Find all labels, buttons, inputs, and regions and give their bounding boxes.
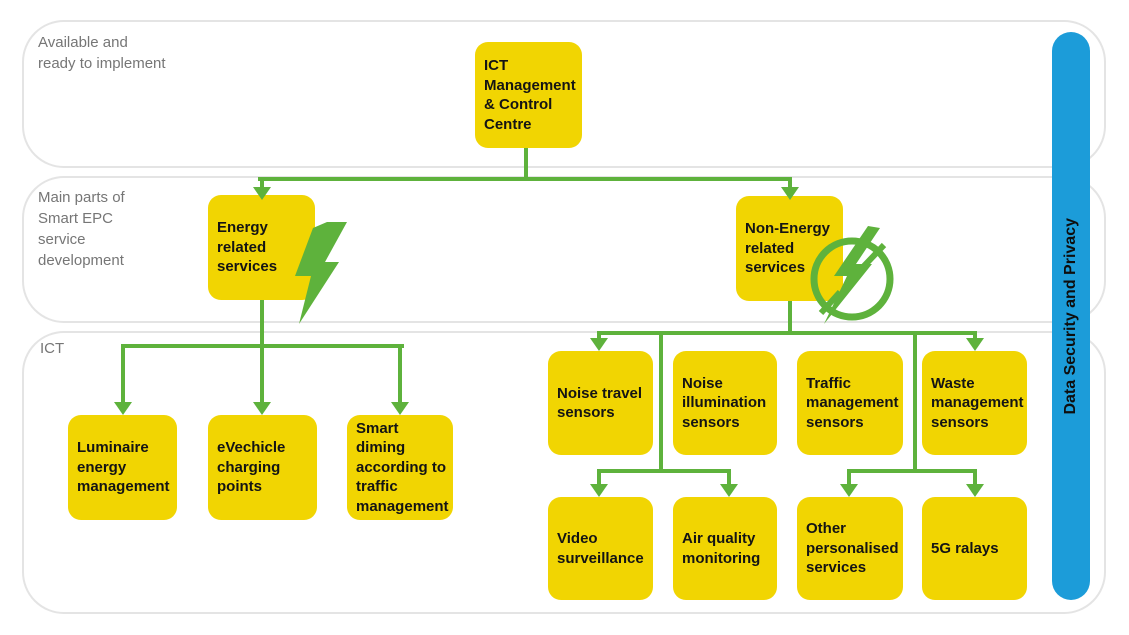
arrowhead: [391, 402, 409, 415]
node-air-quality-monitoring: Air quality monitoring: [673, 497, 777, 600]
section-main-parts: [22, 176, 1106, 323]
node-noise-illumination-sensors: Noise illumination sensors: [673, 351, 777, 455]
node-smart-dimming-traffic: Smart diming according to traffic manage…: [347, 415, 453, 520]
connector-line: [788, 179, 792, 188]
connector-line: [398, 346, 402, 402]
connector-line: [260, 179, 264, 188]
connector-line: [260, 299, 264, 348]
connector-line: [788, 300, 792, 335]
arrowhead: [114, 402, 132, 415]
node-other-personalised-services: Other personalised services: [797, 497, 903, 600]
section-ict-label: ICT: [40, 340, 65, 357]
arrowhead: [590, 484, 608, 497]
arrowhead: [720, 484, 738, 497]
node-ict-management-control-centre: ICT Management & Control Centre: [475, 42, 582, 148]
connector-line: [597, 331, 977, 335]
crossed-lightning-bolt-icon: [810, 226, 894, 324]
connector-line: [260, 346, 264, 402]
connector-line: [973, 471, 977, 485]
connector-line: [913, 333, 917, 473]
arrowhead: [781, 187, 799, 200]
data-security-banner-label: Data Security and Privacy: [1062, 217, 1079, 415]
connector-line: [727, 471, 731, 485]
connector-line: [597, 333, 601, 339]
arrowhead: [966, 338, 984, 351]
node-video-surveillance: Video surveillance: [548, 497, 653, 600]
connector-line: [847, 469, 977, 473]
connector-line: [597, 469, 731, 473]
arrowhead: [253, 402, 271, 415]
node-traffic-management-sensors: Traffic management sensors: [797, 351, 903, 455]
connector-line: [659, 333, 663, 473]
arrowhead: [590, 338, 608, 351]
section-main-parts-label: Main parts of Smart EPC service developm…: [38, 189, 125, 269]
node-noise-travel-sensors: Noise travel sensors: [548, 351, 653, 455]
connector-line: [973, 333, 977, 339]
arrowhead: [840, 484, 858, 497]
lightning-bolt-icon: [295, 222, 347, 324]
arrowhead: [253, 187, 271, 200]
connector-line: [524, 144, 528, 181]
node-5g-relays: 5G ralays: [922, 497, 1027, 600]
node-energy-related-services: Energy related services: [208, 195, 315, 300]
section-available-label: Available and ready to implement: [38, 34, 166, 72]
connector-line: [258, 177, 792, 181]
connector-line: [121, 346, 125, 402]
connector-line: [597, 471, 601, 485]
data-security-banner: Data Security and Privacy: [1052, 32, 1090, 600]
node-waste-management-sensors: Waste management sensors: [922, 351, 1027, 455]
connector-line: [847, 471, 851, 485]
node-evehicle-charging-points: eVechicle charging points: [208, 415, 317, 520]
node-luminaire-energy-management: Luminaire energy management: [68, 415, 177, 520]
arrowhead: [966, 484, 984, 497]
